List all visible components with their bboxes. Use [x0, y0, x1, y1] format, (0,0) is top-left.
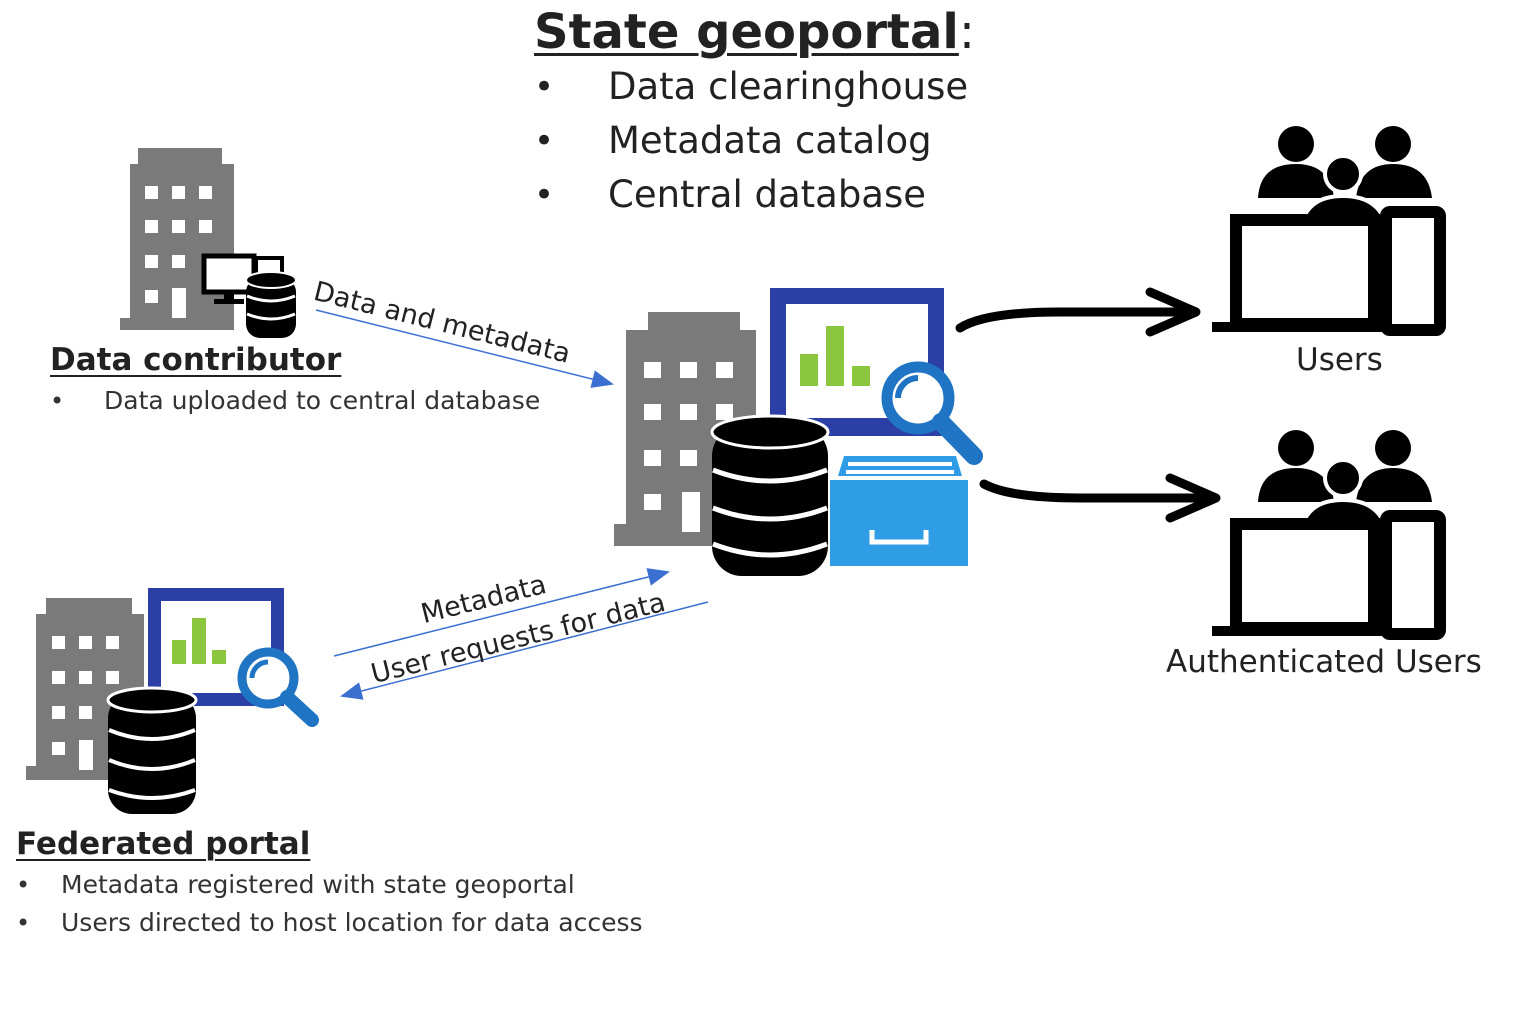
contributor-block: Data contributor • Data uploaded to centr… — [50, 338, 540, 420]
authenticated-users-label: Authenticated Users — [1166, 644, 1482, 680]
geoportal-feature-label: Data clearinghouse — [608, 65, 969, 108]
arrow-federated-to-portal — [333, 568, 670, 657]
geoportal-block: State geoportal: • Data clearinghouse • Me… — [534, 4, 1004, 222]
bullet-marker: • — [50, 387, 65, 415]
contributor-title: Data contributor — [50, 342, 342, 378]
federated-magnifier-icon — [237, 647, 319, 727]
authenticated-laptop-icon — [1212, 510, 1446, 640]
portal-magnifier-icon — [881, 361, 983, 465]
portal-file-cabinet-icon — [830, 456, 968, 566]
users-laptop-icon — [1212, 206, 1446, 336]
users-label: Users — [1296, 342, 1383, 378]
geoportal-feature-item: • Metadata catalog — [534, 114, 1004, 168]
arrow-portal-to-federated — [340, 601, 709, 700]
federated-note-label: Users directed to host location for data… — [61, 908, 643, 937]
federated-block: Federated portal • Metadata registered wi… — [16, 822, 643, 942]
federated-note-label: Metadata registered with state geoportal — [61, 870, 575, 899]
geoportal-feature-item: • Data clearinghouse — [534, 60, 1004, 114]
federated-database-icon — [106, 686, 198, 814]
contributor-note-list: • Data uploaded to central database — [50, 382, 540, 420]
geoportal-feature-label: Metadata catalog — [608, 119, 932, 162]
geoportal-title: State geoportal — [534, 4, 959, 60]
geoportal-feature-label: Central database — [608, 173, 927, 216]
bullet-marker: • — [534, 175, 555, 215]
federated-title: Federated portal — [16, 826, 311, 862]
geoportal-heading: State geoportal: — [534, 4, 1004, 60]
contributor-database-icon — [245, 271, 297, 338]
bullet-marker: • — [16, 871, 31, 899]
bullet-marker: • — [534, 67, 555, 107]
bullet-marker: • — [534, 121, 555, 161]
federated-note-item: • Metadata registered with state geoporta… — [16, 866, 575, 904]
federated-note-list: • Metadata registered with state geoporta… — [16, 866, 643, 942]
geoportal-title-colon: : — [958, 4, 975, 60]
arrow-portal-to-users — [955, 287, 1201, 337]
portal-database-icon — [710, 414, 830, 576]
geoportal-feature-list: • Data clearinghouse • Metadata catalog • C… — [534, 60, 1004, 222]
federated-monitor-icon — [148, 588, 284, 706]
geoportal-feature-item: • Central database — [534, 168, 1004, 222]
bullet-marker: • — [16, 909, 31, 937]
arrow-contributor-to-portal — [315, 309, 614, 388]
contributor-note-item: • Data uploaded to central database — [50, 382, 540, 420]
contributor-note-label: Data uploaded to central database — [104, 386, 541, 415]
arrow-portal-to-authenticated — [979, 473, 1221, 523]
authenticated-people-icon — [1258, 430, 1432, 538]
federated-note-item: • Users directed to host location for dat… — [16, 904, 643, 942]
